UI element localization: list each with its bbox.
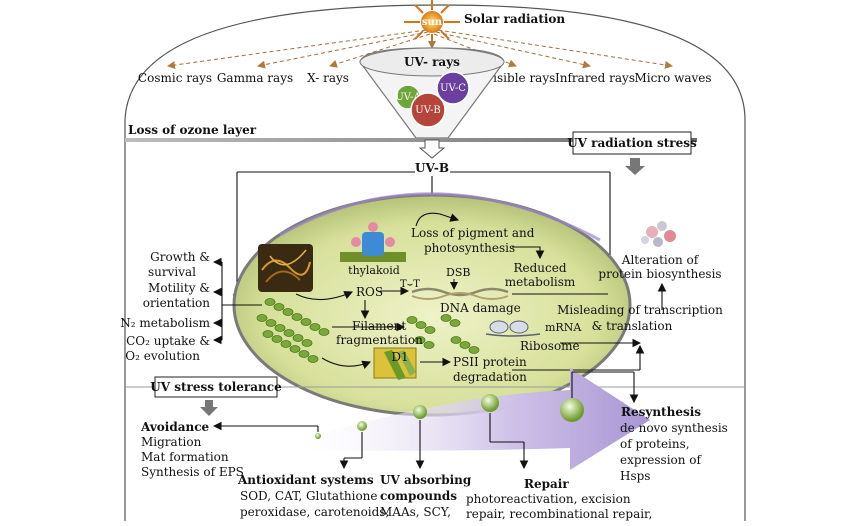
ribosome-label: Ribosome <box>520 339 580 353</box>
filament-line2: fragmentation <box>336 333 423 347</box>
thymine-dimer-label: T⌣T <box>400 279 420 290</box>
filament-chains <box>256 298 480 363</box>
psii-line2: degradation <box>453 370 527 384</box>
uvb-label: UV-B <box>415 161 449 175</box>
tolerance-connectors <box>212 371 639 470</box>
thylakoid-label: thylakoid <box>348 264 400 277</box>
ribosome-icon <box>485 320 541 337</box>
uv-absorbing-line2: compounds <box>380 489 457 503</box>
d1-protein-icon <box>373 347 417 380</box>
resynthesis-line1: de novo synthesis <box>620 421 728 435</box>
repair-line1: photoreactivation, excision <box>466 492 631 506</box>
microscope-image <box>258 244 313 292</box>
filament-fragments <box>406 314 480 354</box>
misleading-line1: Misleading of transcription <box>557 303 723 317</box>
uvc-bubble <box>436 71 470 105</box>
ros-label: ROS <box>356 285 383 299</box>
alteration-line2: protein biosynthesis <box>598 267 721 281</box>
mrna-label: mRNA <box>545 321 582 334</box>
svg-text:UV-A: UV-A <box>395 92 421 103</box>
svg-text:UV stress tolerance: UV stress tolerance <box>150 380 282 394</box>
ozone-loss-label: Loss of ozone layer <box>128 123 257 137</box>
uv-funnel: UV- rays UV-C UV-A UV-B <box>359 47 505 139</box>
ray-infrared: Infrared rays <box>555 71 635 85</box>
tolerance-box: UV stress tolerance <box>150 376 282 398</box>
resynthesis-line2: of proteins, <box>620 437 690 451</box>
motility-line2: orientation <box>143 296 210 310</box>
pigment-loss-line2: photosynthesis <box>424 241 515 255</box>
dsb-label: DSB <box>446 266 470 279</box>
avoidance-item-2: Mat formation <box>141 450 229 464</box>
protein-molecule-icon <box>641 221 676 247</box>
uv-funnel-title: UV- rays <box>404 55 460 69</box>
svg-text:UV-C: UV-C <box>440 83 466 94</box>
tolerance-down-arrow-icon <box>200 400 218 416</box>
d1-label: D1 <box>391 350 408 364</box>
stress-box: UV radiation stress <box>567 131 697 155</box>
growth-line1: Growth & <box>150 250 210 264</box>
uvb-bubble <box>410 92 446 128</box>
filament-line1: Filament <box>352 319 406 333</box>
avoidance-title: Avoidance <box>140 420 210 434</box>
pigment-loss-line1: Loss of pigment and <box>411 226 535 240</box>
repair-line2: repair, recombinational repair, <box>466 507 652 521</box>
ozone-layer-bar <box>125 138 697 142</box>
svg-text:UV radiation stress: UV radiation stress <box>567 136 697 150</box>
photosystem-icon <box>351 222 395 256</box>
resynthesis-title: Resynthesis <box>621 405 701 419</box>
resynthesis-line4: Hsps <box>620 469 650 483</box>
outer-frame <box>124 4 746 521</box>
sun-icon: sun <box>404 0 460 44</box>
ray-cosmic: Cosmic rays <box>138 71 212 85</box>
n2-metabolism: N₂ metabolism <box>120 316 210 330</box>
tolerance-pearls <box>315 394 584 439</box>
co2-line2: O₂ evolution <box>125 349 200 363</box>
motility-line1: Motility & <box>148 281 210 295</box>
dna-strand <box>411 287 509 300</box>
psii-line1: PSII protein <box>453 355 527 369</box>
filament-chain-2 <box>256 314 313 347</box>
reduced-metabolism-line1: Reduced <box>513 261 566 275</box>
antioxidant-title: Antioxidant systems <box>237 473 374 487</box>
thylakoid-membrane <box>340 222 406 262</box>
ray-gamma: Gamma rays <box>217 71 293 85</box>
svg-text:UV-B: UV-B <box>415 105 440 116</box>
misleading-line2: & translation <box>592 319 673 333</box>
uv-absorbing-compounds: MAAs, SCY, <box>380 505 451 519</box>
antioxidant-line1: SOD, CAT, Glutathione <box>240 489 378 503</box>
growth-line2: survival <box>148 265 196 279</box>
uv-absorbing-line1: UV absorbing <box>380 473 472 487</box>
response-bracket <box>212 257 262 345</box>
sun-label: sun <box>422 17 443 28</box>
tolerance-arrow-band <box>300 368 650 470</box>
antioxidant-line2: peroxidase, carotenoids, <box>240 505 389 519</box>
dna-damage-label: DNA damage <box>440 301 521 315</box>
alteration-line1: Alteration of <box>621 253 700 267</box>
funnel-down-arrow-icon <box>418 139 446 159</box>
ray-xray: X- rays <box>307 71 349 85</box>
ray-microwave: Micro waves <box>634 71 711 85</box>
filament-chain-1 <box>264 298 330 336</box>
repair-title: Repair <box>524 477 569 491</box>
avoidance-item-3: Synthesis of EPS <box>141 465 244 479</box>
co2-line1: CO₂ uptake & <box>126 334 210 348</box>
filament-chain-3 <box>262 330 319 363</box>
ray-visible: Visible rays <box>484 71 556 85</box>
avoidance-item-1: Migration <box>141 435 202 449</box>
stress-down-arrow-icon <box>625 158 645 175</box>
reduced-metabolism-line2: metabolism <box>505 275 576 289</box>
solar-radiation-title: Solar radiation <box>464 12 565 26</box>
resynthesis-line3: expression of <box>620 453 703 467</box>
